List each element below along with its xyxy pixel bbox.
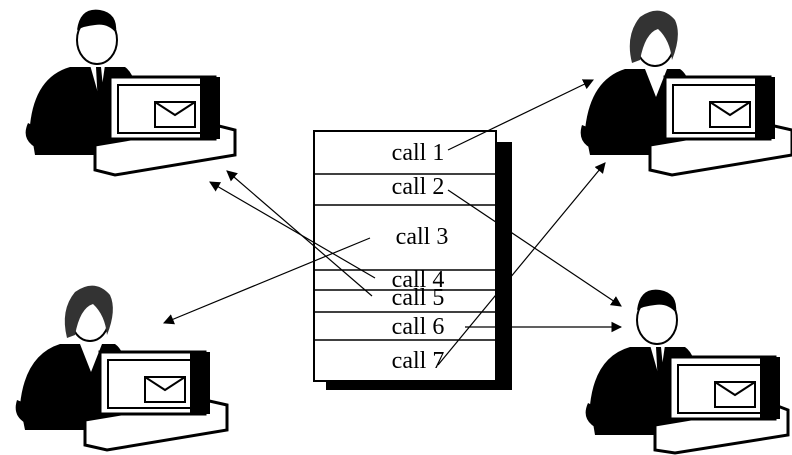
computer-icon [648, 75, 792, 177]
agent-top-left [25, 9, 237, 177]
computer-icon [83, 350, 229, 452]
call-label-3: call 3 [396, 224, 449, 250]
computer-icon [93, 75, 237, 177]
call-label-1: call 1 [392, 140, 445, 166]
call-label-4: call 4 [392, 267, 445, 293]
arrow-call3-to-bottom-left [163, 237, 371, 325]
arrow-call7-to-top-right [437, 162, 606, 366]
arrow-call4-to-top-left [209, 181, 376, 279]
computer-icon [653, 355, 790, 455]
agent-bottom-left [15, 285, 229, 452]
queue-dividers [314, 173, 496, 341]
call-label-5: call 5 [392, 285, 445, 311]
agent-top-right [580, 10, 792, 177]
call-label-7: call 7 [392, 348, 445, 374]
call-label-2: call 2 [392, 174, 445, 200]
agent-bottom-right [585, 289, 790, 455]
queue-box [313, 130, 497, 382]
arrow-call5-to-top-left [226, 170, 373, 297]
arrow-call1-to-top-right [447, 79, 594, 151]
routing-arrows [163, 79, 623, 366]
call-label-6: call 6 [392, 314, 445, 340]
